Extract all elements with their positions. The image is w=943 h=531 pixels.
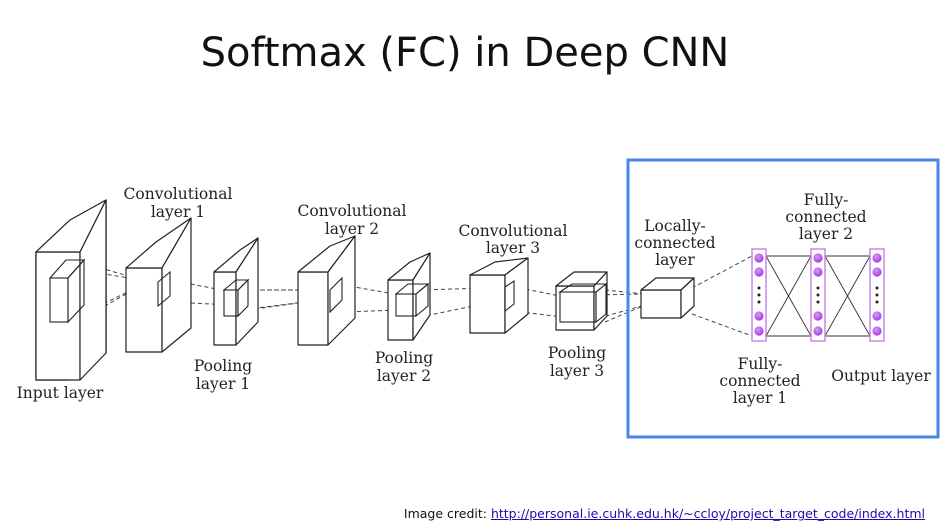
- label-output-layer: Output layer: [831, 367, 931, 385]
- conv-layer-2-volume: [297, 235, 356, 346]
- locally-connected-layer-volume: [640, 277, 695, 319]
- label-conv1-line1: Convolutional: [124, 185, 233, 203]
- label-pool1-line2: layer 1: [196, 375, 250, 393]
- image-credit-prefix: Image credit:: [403, 506, 487, 521]
- conv-layer-3-volume: [469, 257, 529, 334]
- fully-connected-layers: [751, 248, 885, 342]
- input-layer-volume: [35, 199, 107, 381]
- label-fc2-line2: connected: [785, 208, 866, 226]
- diagram-labels: Input layer Convolutional layer 1 Poolin…: [17, 185, 932, 407]
- image-credit-link[interactable]: http://personal.ie.cuhk.edu.hk/~ccloy/pr…: [490, 506, 925, 521]
- label-pool3-line1: Pooling: [548, 344, 606, 362]
- label-fc1-line3: layer 1: [733, 389, 787, 407]
- label-fc1-line2: connected: [719, 372, 800, 390]
- label-fc1-line1: Fully-: [738, 355, 783, 373]
- label-local-line3: layer: [655, 251, 695, 269]
- label-pool2-line1: Pooling: [375, 349, 433, 367]
- label-conv2-line1: Convolutional: [298, 202, 407, 220]
- label-input-layer: Input layer: [17, 384, 104, 402]
- label-pool3-line2: layer 3: [550, 362, 604, 380]
- label-conv3-line1: Convolutional: [459, 222, 568, 240]
- output-layer-column: [869, 248, 885, 342]
- fc-layer-2-column: [810, 248, 826, 342]
- label-conv2-line2: layer 2: [325, 220, 379, 238]
- label-conv1-line2: layer 1: [151, 203, 205, 221]
- conv-layer-1-volume: [125, 217, 192, 353]
- highlight-box: [626, 158, 940, 439]
- label-local-line1: Locally-: [644, 217, 705, 235]
- pool-layer-3-volume: [555, 271, 608, 331]
- pool-layer-1-volume: [213, 237, 259, 346]
- label-pool2-line2: layer 2: [377, 367, 431, 385]
- label-pool1-line1: Pooling: [194, 357, 252, 375]
- label-fc2-line1: Fully-: [804, 191, 849, 209]
- slide-title: Softmax (FC) in Deep CNN: [200, 30, 730, 76]
- pool-layer-2-volume: [387, 252, 431, 341]
- label-local-line2: connected: [634, 234, 715, 252]
- image-credit: Image credit: http://personal.ie.cuhk.ed…: [404, 506, 925, 521]
- label-conv3-line2: layer 3: [486, 239, 540, 257]
- label-fc2-line3: layer 2: [799, 225, 853, 243]
- fc-layer-1-column: [751, 248, 767, 342]
